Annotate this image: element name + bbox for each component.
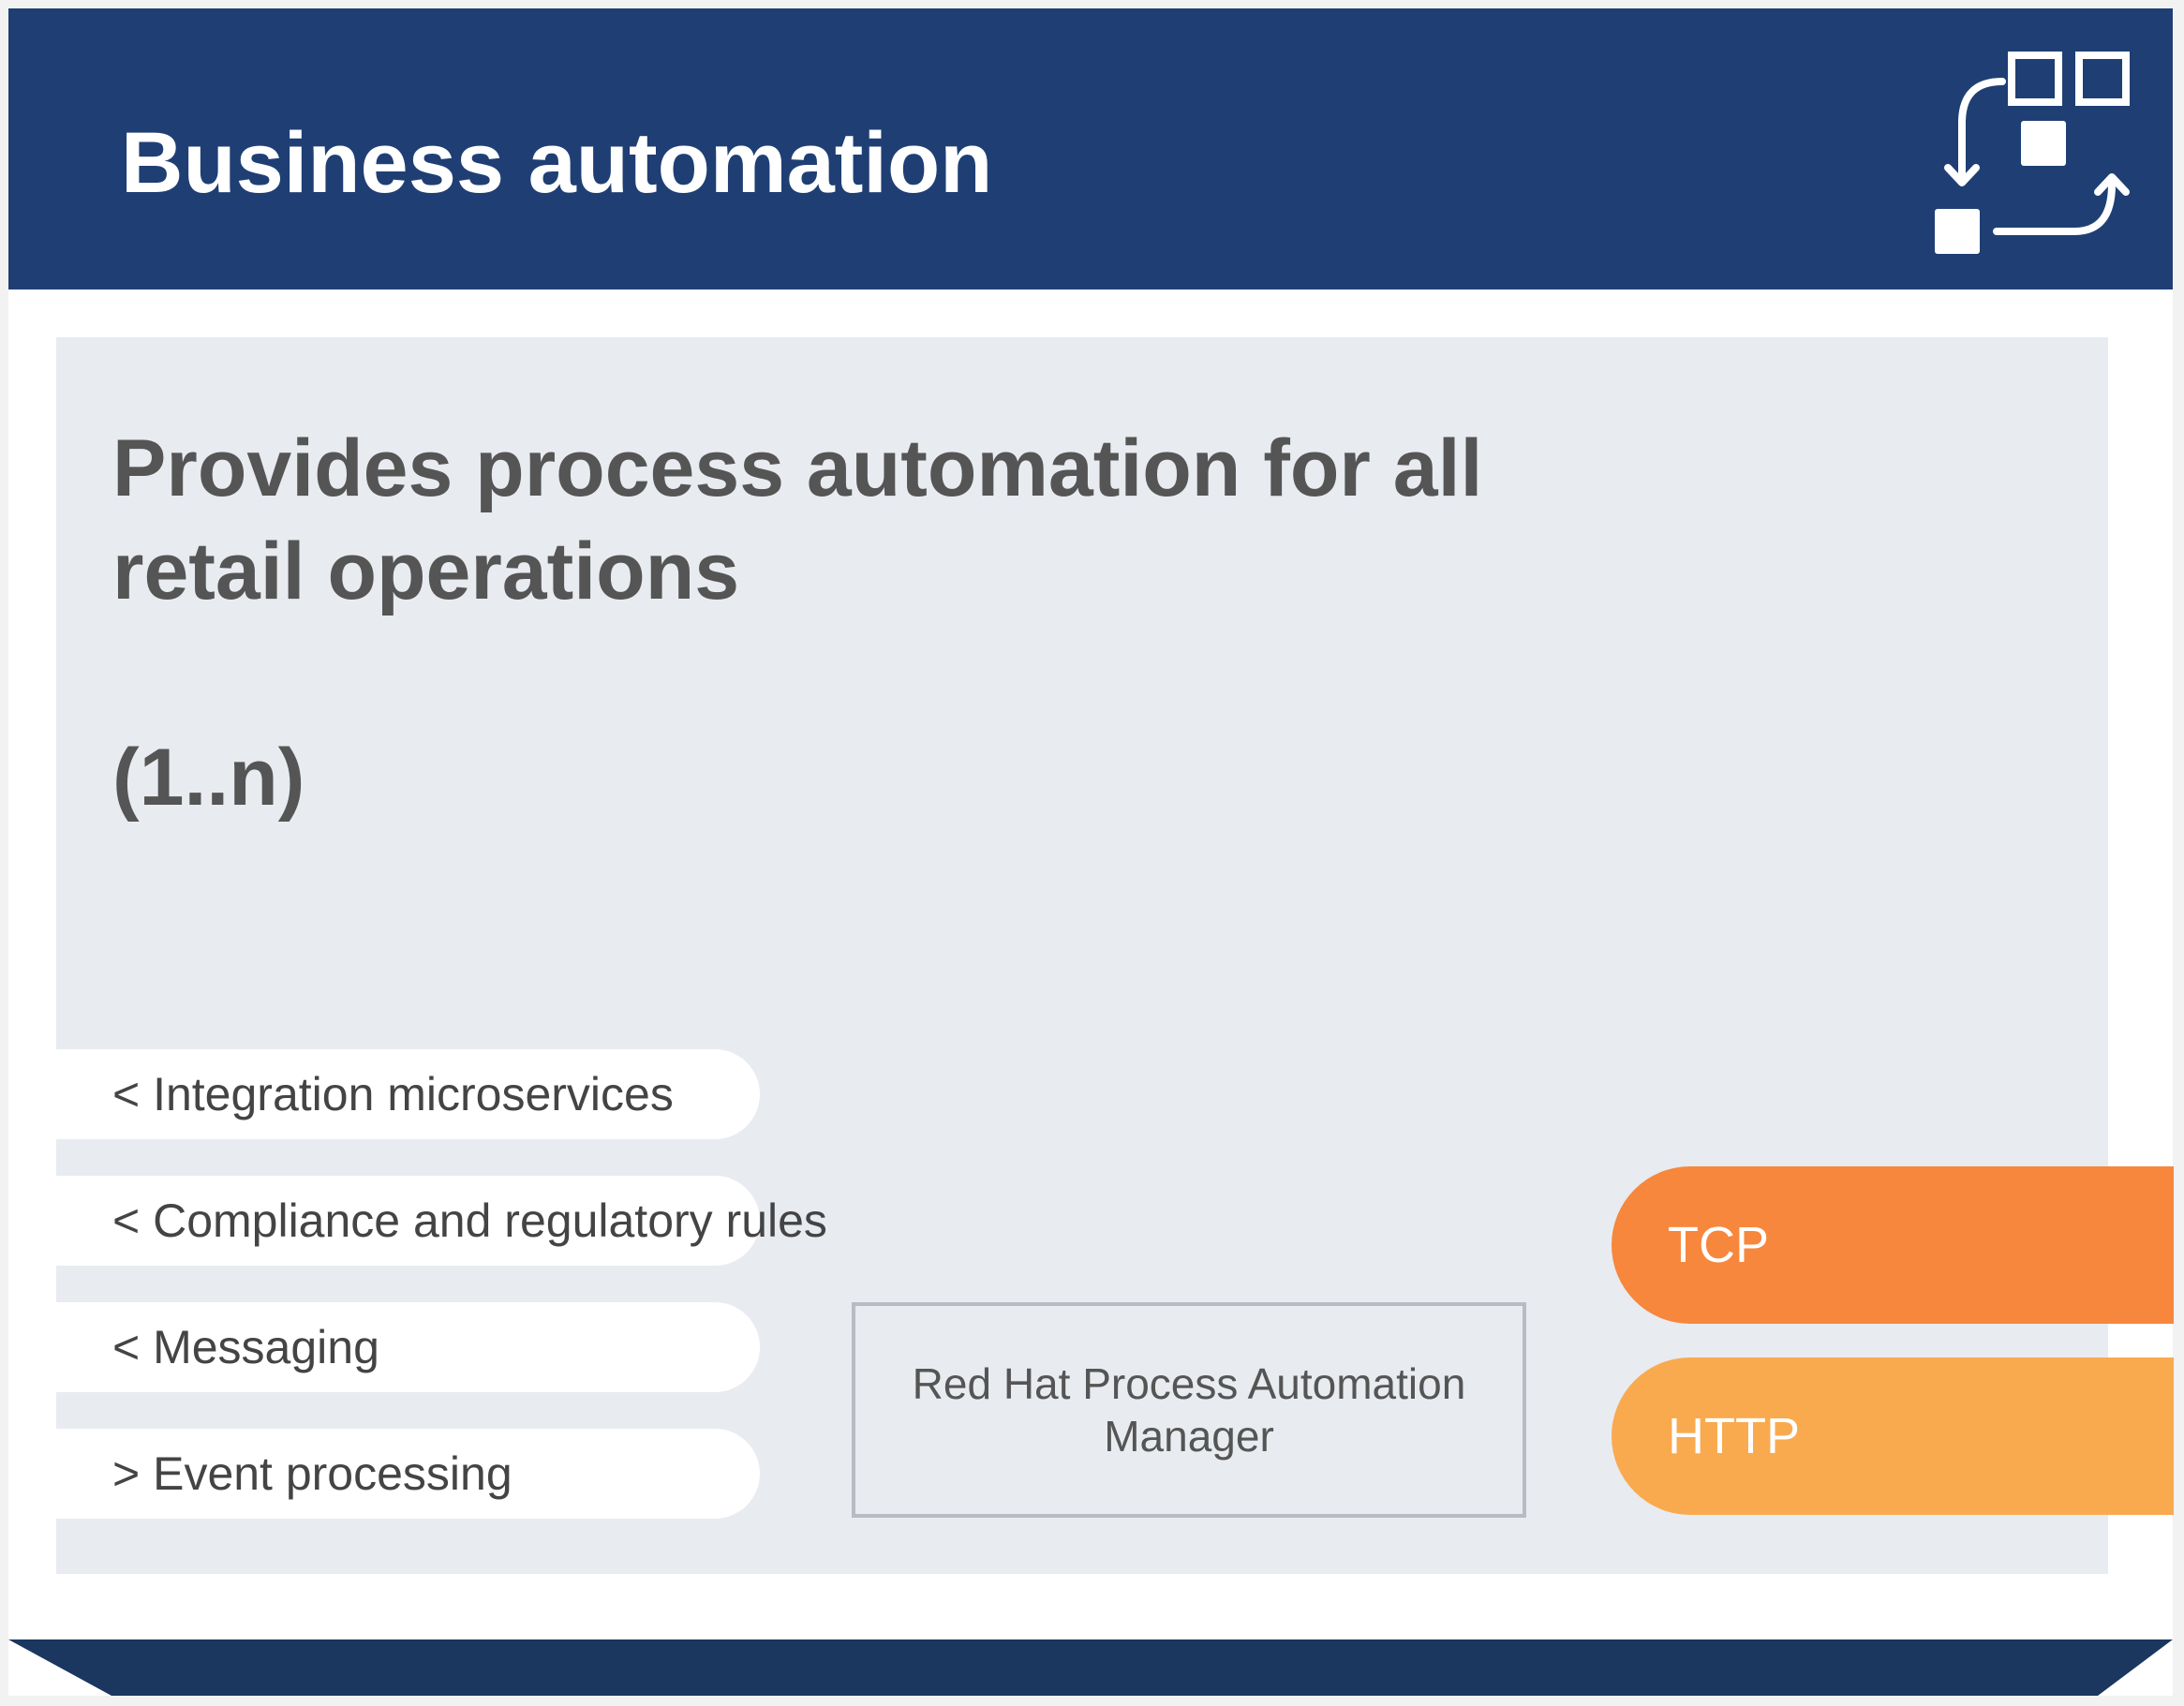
product-label: Red Hat Process Automation Manager	[912, 1359, 1466, 1461]
capability-pill	[56, 1176, 760, 1266]
protocol-http: HTTP	[1612, 1357, 2174, 1515]
capability-pill	[56, 1049, 760, 1139]
service-description: Provides process automation for all reta…	[112, 423, 1483, 616]
product-box: Red Hat Process Automation Manager	[852, 1302, 1526, 1518]
process-automation-icon	[1935, 52, 2130, 254]
capability-pill	[56, 1429, 760, 1519]
capability-label: < Messaging	[112, 1321, 379, 1373]
header-title: Business automation	[121, 115, 993, 211]
protocol-tcp: TCP	[1612, 1166, 2174, 1324]
capability-pill	[56, 1302, 760, 1392]
footer-bar	[8, 1639, 2173, 1696]
protocol-label: HTTP	[1668, 1408, 1800, 1464]
capability-label: < Compliance and regulatory rules	[112, 1194, 827, 1247]
header-bar: Business automation	[8, 8, 2173, 289]
protocol-label: TCP	[1668, 1217, 1769, 1273]
cardinality-label: (1..n)	[112, 733, 305, 823]
capability-label: < Integration microservices	[112, 1068, 674, 1120]
capability-label: > Event processing	[112, 1447, 513, 1500]
